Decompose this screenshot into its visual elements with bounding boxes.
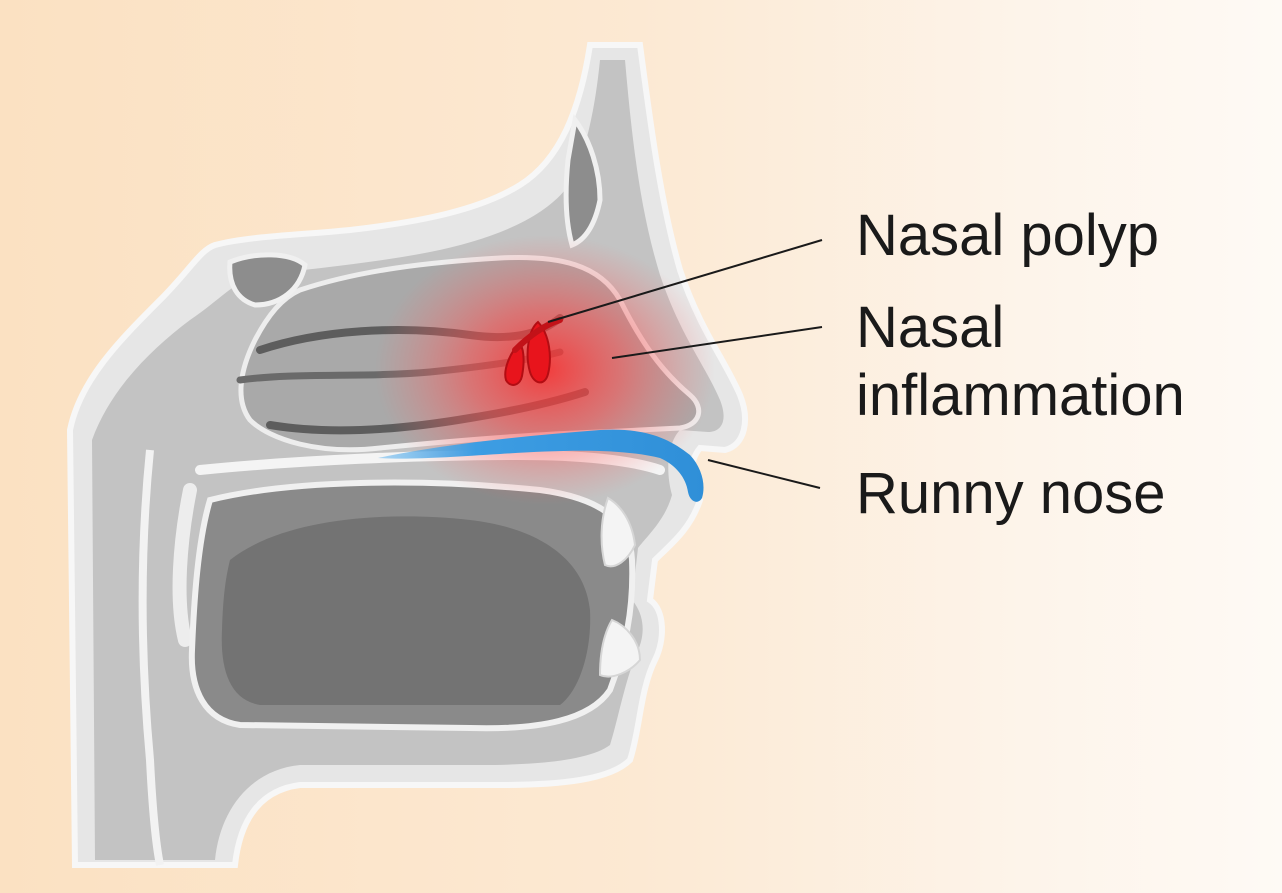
label-runny-nose: Runny nose (856, 464, 1166, 524)
leader-line-runny-nose (708, 460, 820, 488)
tongue (222, 516, 590, 705)
label-nasal-polyp: Nasal polyp (856, 206, 1159, 266)
label-nasal-inflammation-line1: Nasal (856, 298, 1004, 358)
label-nasal-inflammation-line2: inflammation (856, 366, 1185, 426)
